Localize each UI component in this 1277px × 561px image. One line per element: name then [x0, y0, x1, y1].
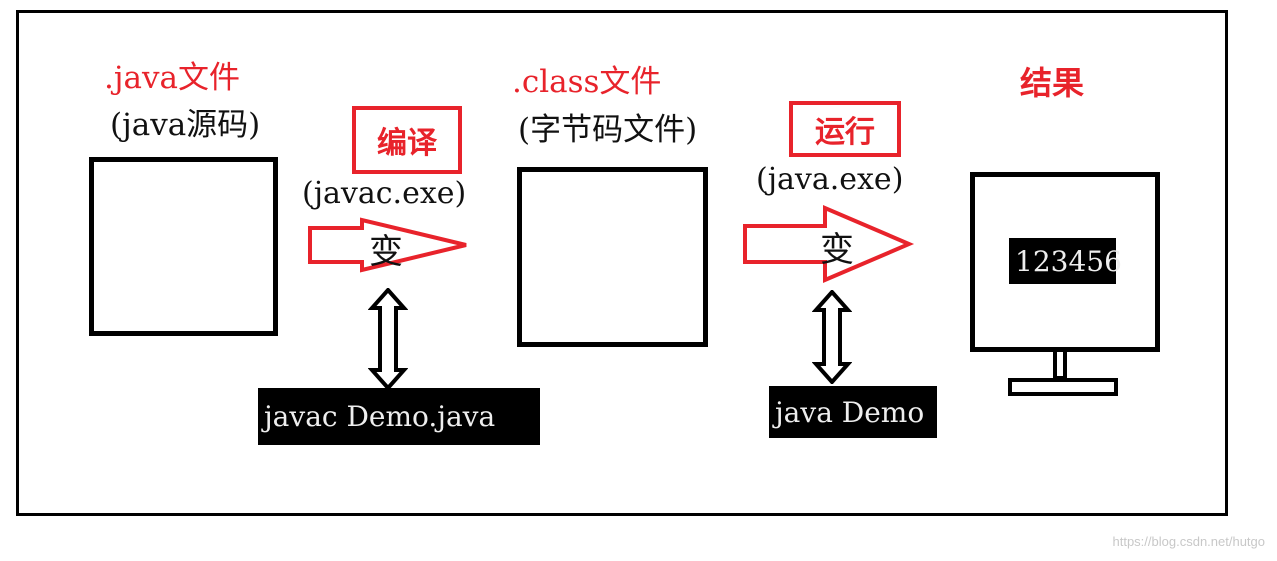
compile-label: 编译 [377, 126, 437, 161]
compile-double-arrow-icon [368, 288, 408, 390]
monitor-base [1008, 378, 1118, 396]
watermark: https://blog.csdn.net/hutgo [1112, 534, 1266, 549]
run-command: java Demo [769, 386, 937, 438]
compile-command: javac Demo.java [258, 388, 540, 445]
source-file-title: .java文件 [104, 60, 240, 96]
run-tool: (java.exe) [756, 162, 904, 197]
run-arrow-shape [743, 204, 915, 284]
class-file-box [517, 167, 708, 347]
result-output: 123456 [1009, 238, 1122, 284]
result-title: 结果 [1020, 64, 1085, 102]
compile-label-box: 编译 [352, 106, 462, 174]
compile-arrow [308, 217, 467, 273]
class-file-subtitle: (字节码文件) [518, 112, 698, 148]
compile-arrow-shape [308, 217, 467, 273]
compile-arrow-text: 变 [369, 232, 403, 272]
source-file-box [89, 157, 278, 336]
run-arrow-text: 变 [820, 230, 854, 270]
monitor-stand [1053, 352, 1067, 380]
run-double-arrow-icon [812, 290, 852, 384]
class-file-title: .class文件 [512, 64, 662, 100]
run-label-box: 运行 [789, 101, 901, 157]
compile-tool: (javac.exe) [302, 176, 467, 211]
run-label: 运行 [815, 115, 875, 150]
source-file-subtitle: (java源码) [110, 107, 261, 143]
run-arrow [743, 204, 915, 284]
diagram-frame [16, 10, 1228, 516]
